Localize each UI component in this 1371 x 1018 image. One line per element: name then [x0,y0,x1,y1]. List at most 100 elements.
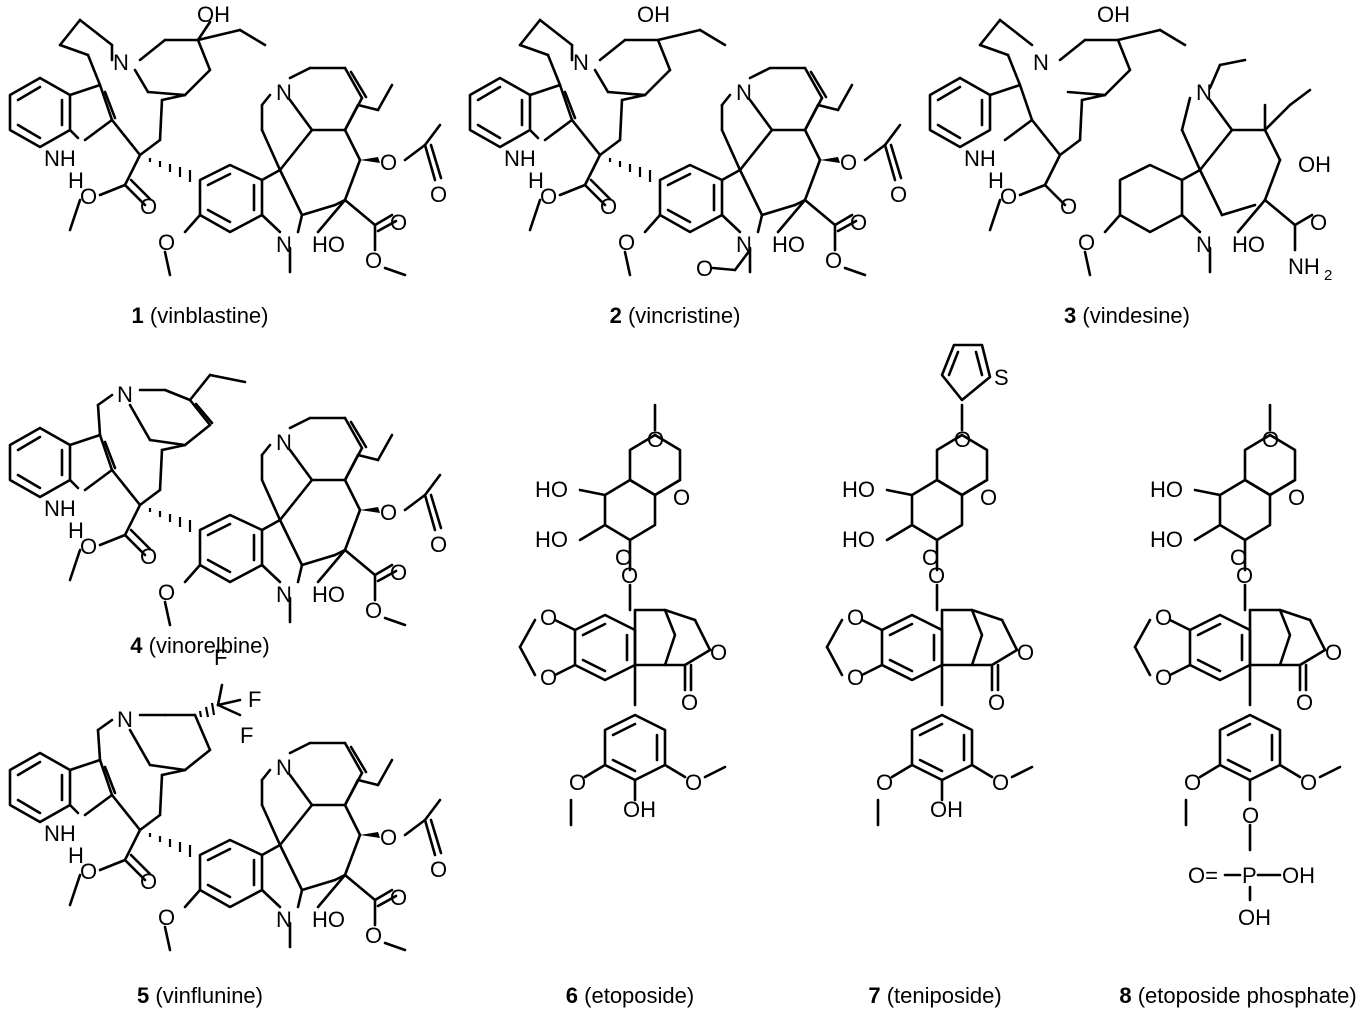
svg-text:2: 2 [1324,267,1332,284]
svg-text:N: N [1033,50,1049,75]
svg-text:O: O [365,598,382,623]
svg-text:O: O [430,857,447,882]
svg-text:F: F [214,645,227,670]
svg-text:O: O [840,150,857,175]
svg-text:O: O [1060,194,1077,219]
svg-text:HO: HO [312,582,345,607]
compound-name: (teniposide) [886,983,1002,1008]
svg-text:H: H [68,518,84,543]
structure-3: N OH NH H O O O N HO N OH O NH 2 [928,2,1332,284]
compound-name: (etoposide phosphate) [1137,983,1357,1008]
svg-text:N: N [1196,232,1212,257]
svg-text:O: O [600,194,617,219]
caption-2: 2 (vincristine) [610,303,741,329]
compound-name: (etoposide) [584,983,695,1008]
svg-text:HO: HO [312,907,345,932]
svg-text:O: O [890,182,907,207]
svg-text:OH: OH [1282,863,1315,888]
svg-text:NH: NH [44,496,76,521]
svg-text:O: O [140,869,157,894]
svg-text:N: N [573,50,589,75]
svg-text:O: O [380,825,397,850]
svg-text:OH: OH [1298,152,1331,177]
caption-8: 8 (etoposide phosphate) [1119,983,1356,1009]
svg-text:O: O [430,182,447,207]
svg-text:O: O [365,248,382,273]
svg-text:O: O [380,150,397,175]
svg-text:OH: OH [623,797,656,822]
svg-text:NH: NH [504,146,536,171]
svg-text:O: O [390,560,407,585]
compound-number: 6 [565,983,579,1008]
svg-text:F: F [240,723,253,748]
svg-text:O: O [1310,210,1327,235]
structure-5: F F F N NH H O O O N HO O O O O N [8,645,447,952]
svg-text:O: O [380,500,397,525]
svg-text:O: O [365,923,382,948]
compound-name: (vinorelbine) [148,633,270,658]
svg-text:NH: NH [44,821,76,846]
caption-5: 5 (vinflunine) [137,983,263,1009]
compound-number: 1 [131,303,144,328]
svg-text:O: O [140,194,157,219]
structure-2: N OH NH H O O O N O HO O O O O N [468,2,907,281]
svg-text:HO: HO [312,232,345,257]
svg-text:OH: OH [930,797,963,822]
caption-3: 3 (vindesine) [1064,303,1190,329]
svg-text:O: O [390,885,407,910]
svg-text:H: H [68,843,84,868]
compound-number: 8 [1119,983,1132,1008]
svg-text:O: O [390,210,407,235]
svg-text:HO: HO [772,232,805,257]
compound-name: (vindesine) [1082,303,1190,328]
svg-text:N: N [117,382,133,407]
svg-text:OH: OH [197,2,230,27]
compound-number: 5 [137,983,150,1008]
svg-text:N: N [276,430,292,455]
svg-text:N: N [1196,80,1212,105]
svg-text:NH: NH [44,146,76,171]
svg-text:N: N [736,80,752,105]
svg-text:H: H [988,168,1004,193]
svg-text:O: O [158,580,175,605]
svg-text:O: O [850,210,867,235]
compound-name: (vinflunine) [155,983,263,1008]
svg-text:O: O [430,532,447,557]
compound-number: 7 [868,983,881,1008]
svg-text:NH: NH [1288,254,1320,279]
caption-6: 6 (etoposide) [566,983,694,1009]
compound-name: (vincristine) [627,303,741,328]
svg-text:S: S [994,365,1009,390]
svg-text:O: O [1078,230,1095,255]
svg-text:O=: O= [1188,863,1218,888]
svg-text:HO: HO [1232,232,1265,257]
svg-text:O: O [80,184,97,209]
svg-text:O: O [140,544,157,569]
svg-text:O: O [158,230,175,255]
svg-text:N: N [736,232,752,257]
svg-text:O: O [1000,184,1017,209]
svg-text:N: N [276,755,292,780]
structure-8: O P O= OH OH [1133,403,1344,930]
caption-7: 7 (teniposide) [868,983,1001,1009]
svg-text:O: O [80,534,97,559]
compound-name: (vinblastine) [149,303,269,328]
svg-text:OH: OH [1097,2,1130,27]
svg-text:H: H [528,168,544,193]
svg-text:OH: OH [637,2,670,27]
structure-4: N NH H O O O N HO O O O O N [8,373,447,627]
svg-text:O: O [80,859,97,884]
compound-number: 4 [130,633,143,658]
svg-text:O: O [1242,803,1259,828]
svg-text:N: N [276,232,292,257]
structure-7: OH S [825,343,1036,827]
svg-text:O: O [825,248,842,273]
svg-text:N: N [113,50,129,75]
svg-text:O: O [158,905,175,930]
svg-text:O: O [618,230,635,255]
svg-text:N: N [276,582,292,607]
structure-1: N OH NH H O O O N HO O O O O N [8,2,447,277]
compound-number: 3 [1064,303,1077,328]
